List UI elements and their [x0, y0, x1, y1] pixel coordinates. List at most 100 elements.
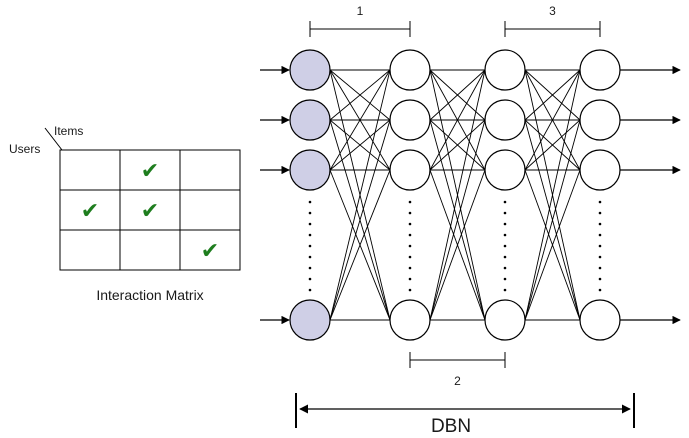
input-node [289, 149, 331, 191]
ellipsis-dot [503, 200, 507, 204]
ellipsis-dots [308, 200, 602, 292]
network-edge [429, 69, 486, 171]
hidden-node [389, 99, 431, 141]
matrix-cell [119, 229, 181, 271]
network-edge [524, 169, 581, 321]
input-node [289, 99, 331, 141]
network-edge [524, 119, 581, 321]
network-edge [329, 69, 391, 171]
dbn-network: 1 2 3 DBN [260, 4, 681, 437]
ellipsis-dot [598, 277, 602, 281]
hidden-node [389, 299, 431, 341]
check-mark-icon: ✔ [201, 239, 219, 264]
ellipsis-dot [598, 288, 602, 292]
hidden-node [484, 149, 526, 191]
check-mark-icon: ✔ [81, 199, 99, 224]
ellipsis-dot [598, 266, 602, 270]
ellipsis-dot [408, 211, 412, 215]
matrix-cell [119, 149, 181, 191]
matrix-cell [59, 229, 121, 271]
ellipsis-dot [598, 222, 602, 226]
ellipsis-dot [408, 200, 412, 204]
network-edge [329, 69, 391, 121]
ellipsis-dot [598, 255, 602, 259]
matrix-header-diagonal [44, 127, 63, 151]
network-edge [429, 119, 486, 321]
ellipsis-dot [308, 233, 312, 237]
input-node [289, 49, 331, 91]
layer-group-brackets: 1 2 3 [309, 4, 601, 388]
network-edge [524, 69, 581, 171]
ellipsis-dot [308, 222, 312, 226]
network-edge [329, 119, 391, 171]
io-arrows [260, 65, 681, 325]
ellipsis-dot [503, 211, 507, 215]
group-label: 2 [454, 374, 461, 388]
ellipsis-dot [408, 288, 412, 292]
ellipsis-dot [408, 233, 412, 237]
hidden-node [389, 49, 431, 91]
matrix-col-axis-label: Items [54, 124, 83, 138]
ellipsis-dot [503, 222, 507, 226]
dbn-span: DBN [295, 393, 635, 437]
dbn-title: DBN [431, 416, 471, 437]
network-edge [429, 169, 486, 321]
ellipsis-dot [408, 244, 412, 248]
hidden-node [484, 99, 526, 141]
ellipsis-dot [308, 244, 312, 248]
ellipsis-dot [503, 288, 507, 292]
matrix-checks: ✔ ✔ ✔ ✔ [81, 159, 219, 264]
network-edge [524, 119, 581, 171]
group-label: 3 [549, 4, 556, 18]
network-edge [329, 169, 391, 321]
check-mark-icon: ✔ [141, 199, 159, 224]
ellipsis-dot [408, 222, 412, 226]
ellipsis-dot [308, 211, 312, 215]
hidden-node [484, 49, 526, 91]
input-node [289, 299, 331, 341]
interaction-matrix: Items Users ✔ ✔ ✔ ✔ Interaction Matrix [9, 124, 241, 303]
matrix-cell [59, 149, 121, 191]
matrix-cell [179, 189, 241, 231]
network-edges [329, 69, 581, 321]
ellipsis-dot [408, 255, 412, 259]
hidden-node [484, 299, 526, 341]
ellipsis-dot [598, 211, 602, 215]
matrix-cell [179, 149, 241, 191]
matrix-row-axis-label: Users [9, 142, 40, 156]
matrix-caption: Interaction Matrix [96, 287, 203, 303]
ellipsis-dot [308, 255, 312, 259]
group-label: 1 [357, 4, 364, 18]
ellipsis-dot [308, 266, 312, 270]
matrix-grid [59, 149, 241, 271]
hidden-node [579, 99, 621, 141]
ellipsis-dot [503, 233, 507, 237]
network-edge [329, 119, 391, 321]
network-edge [429, 119, 486, 171]
hidden-node [579, 299, 621, 341]
network-nodes [289, 49, 621, 341]
ellipsis-dot [408, 266, 412, 270]
ellipsis-dot [503, 277, 507, 281]
ellipsis-dot [598, 244, 602, 248]
check-mark-icon: ✔ [141, 159, 159, 184]
ellipsis-dot [308, 277, 312, 281]
network-edge [429, 69, 486, 121]
ellipsis-dot [503, 255, 507, 259]
ellipsis-dot [503, 244, 507, 248]
network-edge [329, 69, 391, 321]
ellipsis-dot [308, 200, 312, 204]
ellipsis-dot [408, 277, 412, 281]
network-edge [524, 69, 581, 121]
matrix-cell [179, 229, 241, 271]
hidden-node [579, 49, 621, 91]
ellipsis-dot [598, 233, 602, 237]
hidden-node [579, 149, 621, 191]
network-edge [429, 69, 486, 321]
hidden-node [389, 149, 431, 191]
ellipsis-dot [503, 266, 507, 270]
ellipsis-dot [308, 288, 312, 292]
network-edge [524, 69, 581, 321]
